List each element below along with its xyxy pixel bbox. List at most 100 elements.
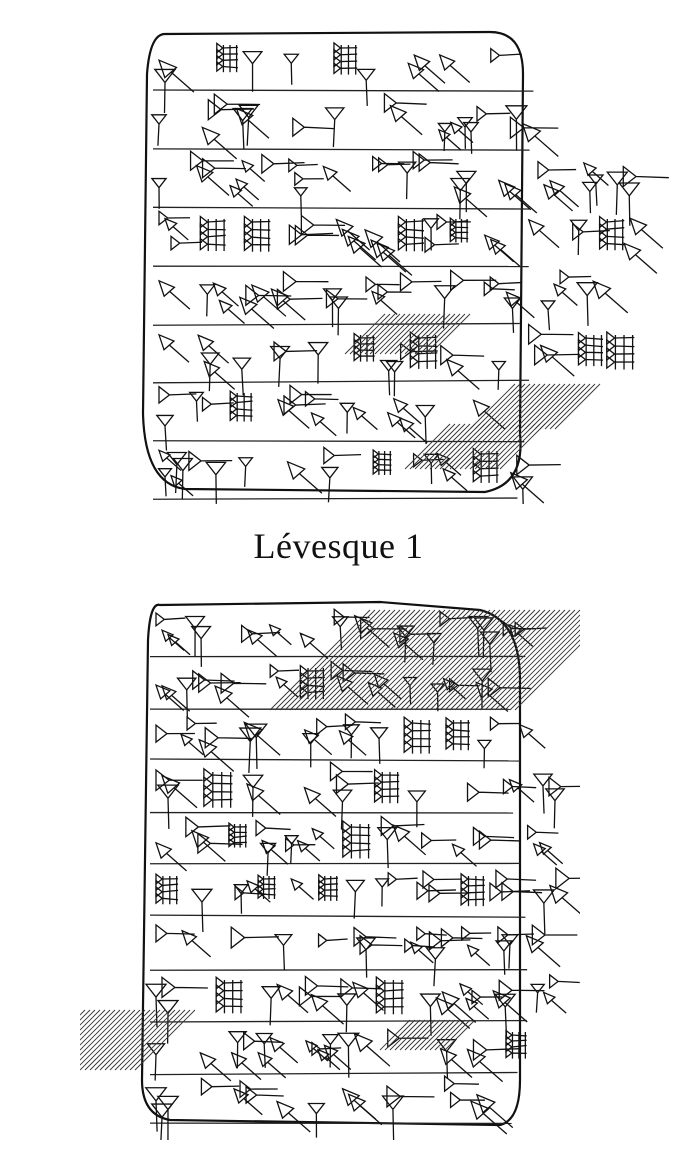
cuneiform-wedge (492, 989, 528, 1023)
cuneiform-wedge (157, 449, 182, 472)
cuneiform-wedge (606, 346, 635, 362)
cuneiform-wedge (261, 153, 305, 175)
line-rule (149, 758, 521, 762)
cuneiform-wedge (548, 884, 580, 915)
cuneiform-wedge (441, 990, 477, 1023)
cuneiform-wedge (392, 397, 422, 425)
cuneiform-wedge (403, 723, 431, 738)
cuneiform-wedge (243, 721, 281, 756)
cuneiform-wedge (381, 1095, 405, 1140)
cuneiform-wedge (246, 628, 277, 657)
cuneiform-wedge (176, 677, 198, 718)
cuneiform-wedge (581, 181, 599, 214)
hatch-stroke (404, 1019, 436, 1051)
cuneiform-wedge (214, 685, 250, 718)
cuneiform-wedge (525, 934, 561, 968)
cuneiform-wedge (188, 391, 205, 422)
cuneiform-wedge (479, 631, 501, 673)
hatch-stroke (289, 609, 391, 711)
figure-caption: Lévesque 1 (253, 526, 424, 566)
cuneiform-wedge (532, 889, 556, 935)
cuneiform-wedge (419, 993, 442, 1036)
cuneiform-wedge (199, 352, 221, 392)
hatch-stroke (304, 609, 406, 711)
cuneiform-wedge (333, 48, 358, 62)
hatch-stroke (359, 313, 401, 355)
line-rule (149, 914, 526, 918)
cuneiform-wedge (422, 453, 440, 485)
hatch-stroke (89, 1009, 151, 1071)
cuneiform-wedge (552, 282, 578, 307)
cuneiform-wedge (460, 872, 485, 886)
cuneiform-wedge (166, 633, 191, 656)
hatch-stroke (439, 1019, 471, 1051)
hatch-stroke (474, 383, 521, 430)
hatch-stroke (524, 383, 571, 430)
cuneiform-wedge (559, 268, 592, 286)
cuneiform-wedge (241, 774, 265, 817)
hatch-stroke (80, 1009, 111, 1041)
cuneiform-wedge (505, 291, 535, 319)
cuneiform-wedge (156, 1095, 180, 1140)
cuneiform-wedge (190, 625, 212, 667)
line-rule (152, 89, 534, 92)
cuneiform-wedge (403, 739, 431, 754)
hatch-stroke (554, 383, 601, 430)
cuneiform-wedge (623, 242, 658, 274)
cuneiform-wedge (445, 737, 470, 751)
hatch-stroke (324, 609, 426, 711)
cuneiform-wedge (532, 773, 554, 814)
cuneiform-wedge (215, 999, 243, 1014)
hatch-stroke (539, 383, 586, 430)
cuneiform-wedge (345, 879, 366, 919)
cuneiform-wedge (413, 53, 446, 84)
cuneiform-wedge (385, 360, 405, 397)
cuneiform-wedge (527, 218, 560, 249)
cuneiform-wedge (181, 929, 212, 958)
cuneiform-wedge (213, 92, 261, 116)
cuneiform-wedge (392, 823, 427, 856)
cuneiform-wedge (569, 219, 589, 255)
hatch-stroke (339, 609, 441, 711)
cuneiform-wedge (375, 991, 404, 1007)
hatch-stroke (419, 609, 521, 711)
hatch-stroke (80, 1009, 141, 1071)
hatch-stroke (494, 624, 580, 711)
cuneiform-wedge (150, 1103, 174, 1140)
cuneiform-wedge (310, 411, 337, 437)
hatch-stroke (414, 423, 461, 470)
cuneiform-wedge (282, 270, 329, 293)
cuneiform-wedge (155, 611, 186, 628)
hatch-stroke (354, 609, 456, 711)
cuneiform-wedge (605, 171, 629, 215)
hatch-stroke (499, 383, 546, 430)
hatch-stroke (134, 1009, 196, 1071)
cuneiform-wedge (292, 116, 334, 138)
cuneiform-wedge (341, 228, 377, 261)
cuneiform-wedge (397, 229, 425, 244)
cuneiform-wedge (228, 184, 254, 207)
tablet-obverse-drawing (141, 30, 669, 504)
cuneiform-wedge (203, 775, 233, 791)
hatch-stroke (80, 1009, 116, 1046)
cuneiform-wedge (299, 632, 329, 660)
cuneiform-wedge (204, 461, 227, 504)
cuneiform-wedge (239, 1079, 278, 1099)
hatch-stroke (469, 423, 516, 470)
cuneiform-wedge (389, 104, 423, 136)
cuneiform-wedge (304, 975, 349, 997)
cuneiform-wedge (509, 115, 559, 140)
cuneiform-wedge (204, 726, 252, 750)
cuneiform-signs (150, 41, 669, 504)
cuneiform-wedge (269, 1036, 299, 1064)
hatch-stroke (394, 313, 436, 355)
cuneiform-wedge (155, 414, 175, 451)
cuneiform-wedge (301, 732, 320, 768)
cuneiform-wedge (397, 237, 425, 252)
cuneiform-wedge (617, 182, 641, 226)
hatch-stroke (454, 609, 556, 711)
cuneiform-wedge (160, 774, 198, 809)
cuneiform-wedge (324, 107, 346, 148)
cuneiform-wedge (307, 341, 330, 384)
cuneiform-wedge (526, 824, 559, 841)
